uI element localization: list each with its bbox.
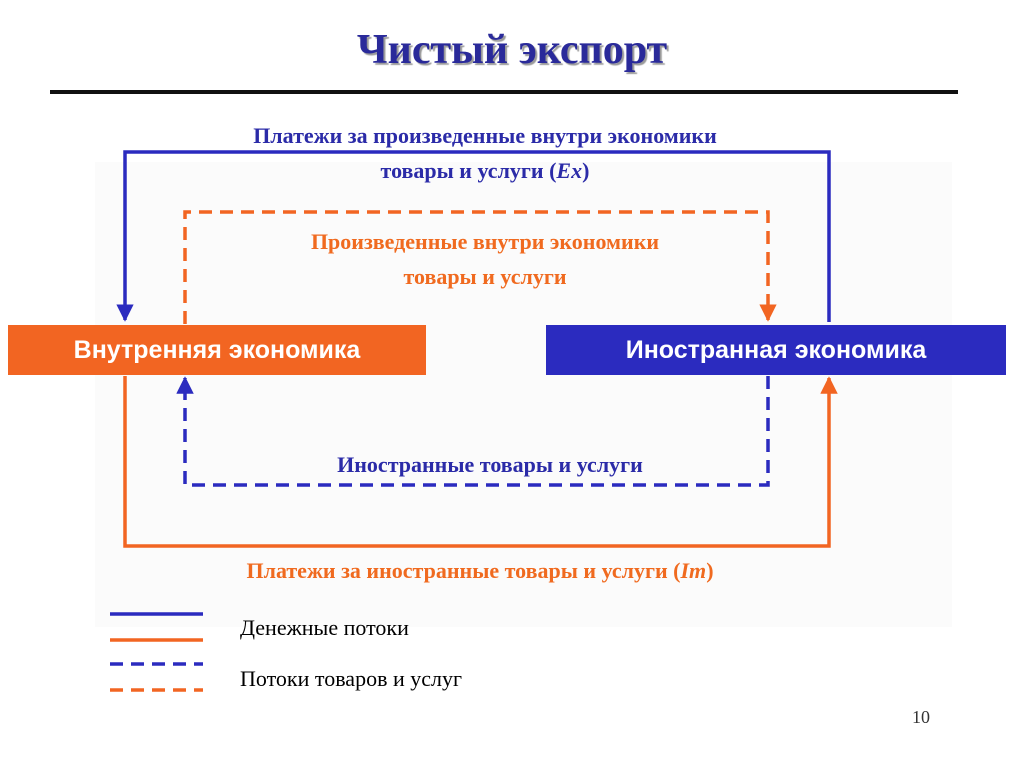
- export-payments-flow-line: [116, 150, 831, 322]
- page-number: 10: [912, 707, 930, 727]
- import-payments-flow-line: [123, 376, 838, 548]
- export-payments-label-line2: товары и услуги (Ex): [380, 158, 590, 183]
- import-symbol: Im: [680, 558, 707, 583]
- export-symbol: Ex: [556, 158, 583, 183]
- legend-goods-flows-label: Потоки товаров и услуг: [240, 666, 462, 691]
- export-payments-label: Платежи за произведенные внутри экономик…: [130, 118, 840, 188]
- foreign-goods-flow-line: [176, 376, 770, 487]
- foreign-goods-label: Иностранные товары и услуги: [337, 452, 643, 477]
- domestic-economy-box: Внутренняя экономика: [8, 325, 426, 375]
- diagram-background: [95, 162, 952, 627]
- page-title: Чистый экспорт: [356, 27, 668, 73]
- domestic-goods-label-line1: Произведенные внутри экономики: [310, 229, 660, 254]
- export-payments-label-line1: Платежи за произведенные внутри экономик…: [253, 123, 717, 148]
- domestic-goods-flow-line: [183, 210, 777, 324]
- import-payments-label: Платежи за иностранные товары и услуги (…: [246, 558, 714, 583]
- domestic-goods-label: Произведенные внутри экономики товары и …: [200, 224, 770, 294]
- domestic-goods-label-line2: товары и услуги: [403, 264, 567, 289]
- legend-money-flows-label: Денежные потоки: [240, 615, 409, 640]
- foreign-economy-box: Иностранная экономика: [546, 325, 1006, 375]
